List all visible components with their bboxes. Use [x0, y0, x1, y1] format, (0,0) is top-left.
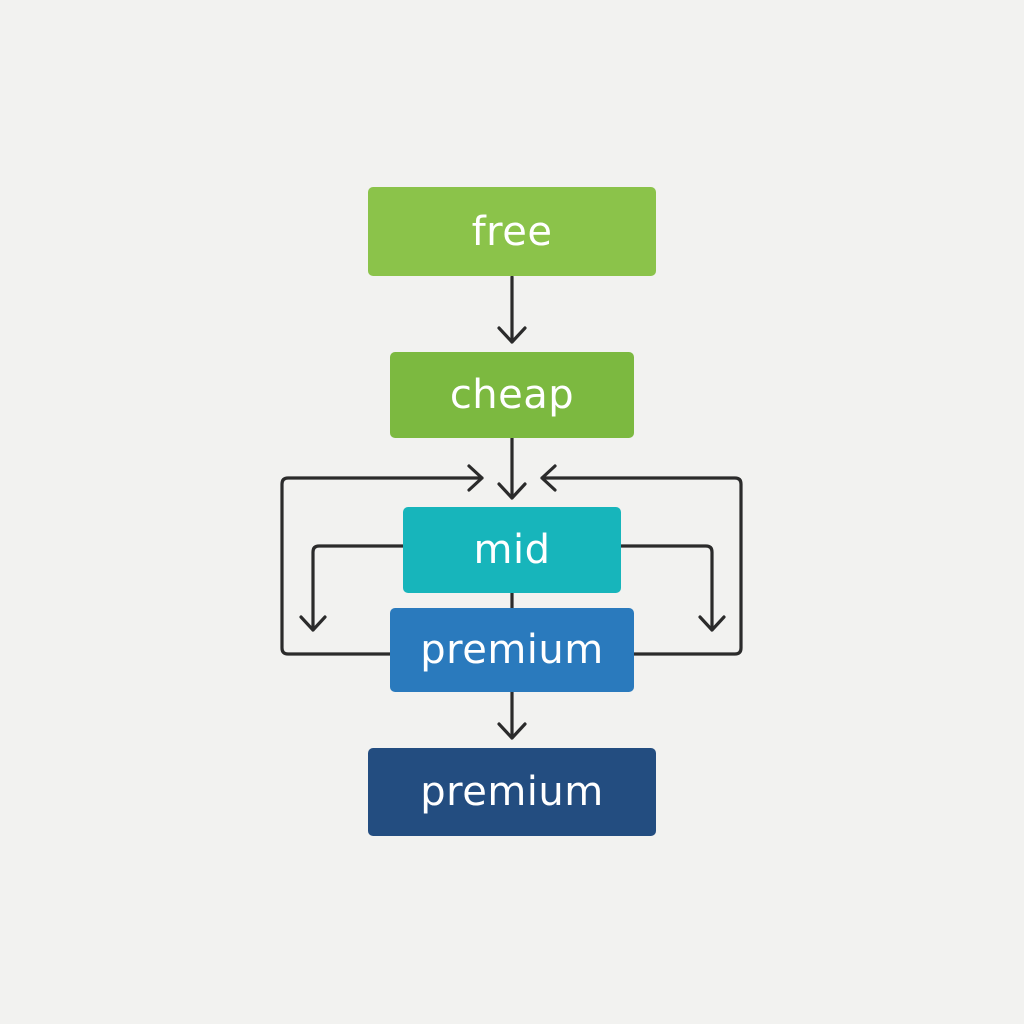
edge-cheap-to-mid [497, 436, 527, 500]
edge-loop-left-inner [299, 544, 405, 632]
edge-premium-to-premium [497, 690, 527, 740]
edge-free-to-cheap [497, 275, 527, 344]
node-mid-label: mid [473, 527, 551, 573]
node-premium-upper: premium [390, 608, 634, 692]
node-premium-lower-label: premium [420, 769, 604, 815]
node-mid: mid [403, 507, 621, 593]
node-cheap-label: cheap [449, 372, 575, 418]
node-cheap: cheap [390, 352, 634, 438]
node-free: free [368, 187, 656, 276]
edge-loop-right-outer [540, 464, 743, 656]
edge-loop-left-outer [280, 464, 484, 656]
node-premium-upper-label: premium [420, 627, 604, 673]
node-free-label: free [471, 208, 553, 255]
node-premium-lower: premium [368, 748, 656, 836]
edge-loop-right-inner [619, 544, 726, 632]
